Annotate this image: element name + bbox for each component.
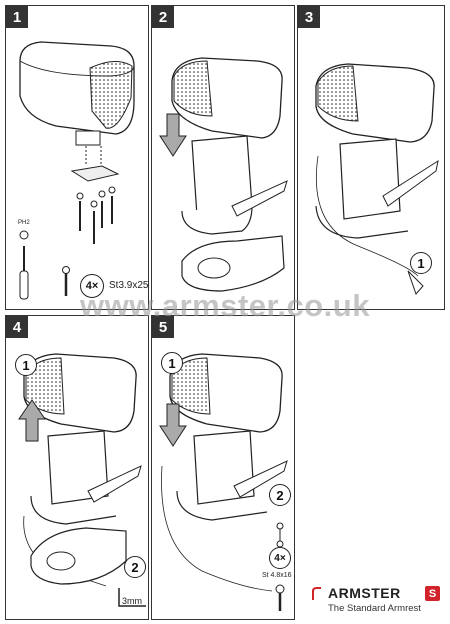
step-1-badge: 1	[6, 6, 28, 28]
step-2-illustration	[159, 57, 288, 292]
measure-label: 3mm	[122, 596, 142, 606]
step-5-callout-1: 1	[161, 352, 183, 374]
brand-badge: S	[425, 586, 440, 601]
armster-logo-icon	[312, 587, 321, 600]
step-2-panel: 2	[151, 5, 295, 310]
watermark-url: www.armster.co.uk	[80, 288, 370, 323]
step-4-callout-2: 2	[124, 556, 146, 578]
step-5-illustration	[159, 353, 288, 611]
step-5-screw-count: 4×	[269, 547, 291, 569]
step-4-badge: 4	[6, 316, 28, 338]
step-4-callout-1: 1	[15, 354, 37, 376]
screw-spec-label: St3.9x25	[109, 280, 149, 291]
step-3-badge: 3	[298, 6, 320, 28]
step-2-badge: 2	[152, 6, 174, 28]
screw-count-callout: 4×	[80, 274, 104, 298]
ph2-label: PH2	[18, 220, 30, 226]
step-1-panel: 1 PH2 4× St3.9x25	[5, 5, 149, 310]
armster-brand: ARMSTER S The Standard Armrest	[312, 585, 444, 617]
step-1-illustration	[19, 41, 135, 300]
step-5-badge: 5	[152, 316, 174, 338]
step-4-illustration	[18, 353, 146, 607]
step-3-panel: 3 1	[297, 5, 445, 310]
step-5-screw-spec: St 4.8x16	[262, 572, 292, 579]
step-3-callout-1: 1	[410, 252, 432, 274]
step-5-callout-2: 2	[269, 484, 291, 506]
step-3-illustration	[315, 63, 439, 295]
brand-name: ARMSTER	[328, 585, 401, 601]
step-5-panel: 5 1 2 4× St 4.8x16	[151, 315, 295, 620]
step-4-panel: 4 1 2 3mm	[5, 315, 149, 620]
brand-tagline: The Standard Armrest	[328, 603, 421, 614]
